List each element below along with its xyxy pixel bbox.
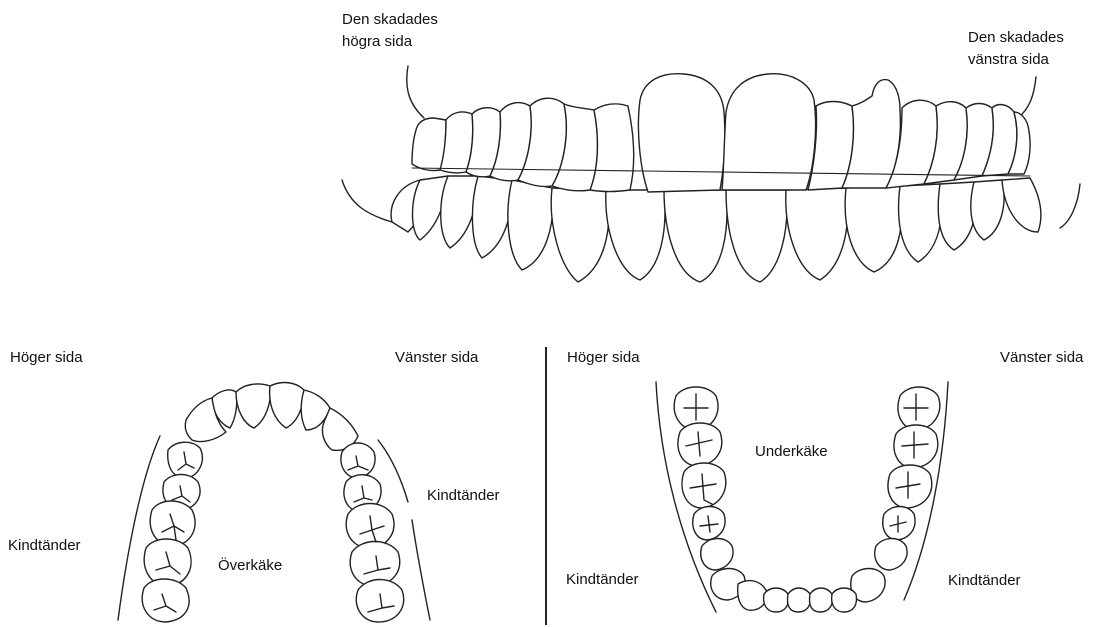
lower-right-molars (674, 387, 745, 600)
upper-jaw-molars-right-label: Kindtänder (427, 486, 500, 505)
front-right-side-label-line1: Den skadades (342, 10, 438, 29)
upper-jaw-left-side-label: Vänster sida (395, 348, 478, 367)
lower-jaw-left-side-label: Vänster sida (1000, 348, 1083, 367)
upper-jaw-molars-left-label: Kindtänder (8, 536, 81, 555)
upper-jaw-label: Överkäke (218, 556, 282, 575)
front-left-side-label-line1: Den skadades (968, 28, 1064, 47)
lower-front-teeth (738, 581, 857, 612)
lower-jaw-right-side-label: Höger sida (567, 348, 640, 367)
lower-jaw-molars-left-label: Kindtänder (566, 570, 639, 589)
lower-left-molars (851, 387, 940, 602)
lower-jaw-label: Underkäke (755, 442, 828, 461)
lower-jaw-molars-right-label: Kindtänder (948, 571, 1021, 590)
upper-jaw-right-side-label: Höger sida (10, 348, 83, 367)
front-right-side-label-line2: högra sida (342, 32, 412, 51)
front-left-side-label-line2: vänstra sida (968, 50, 1049, 69)
